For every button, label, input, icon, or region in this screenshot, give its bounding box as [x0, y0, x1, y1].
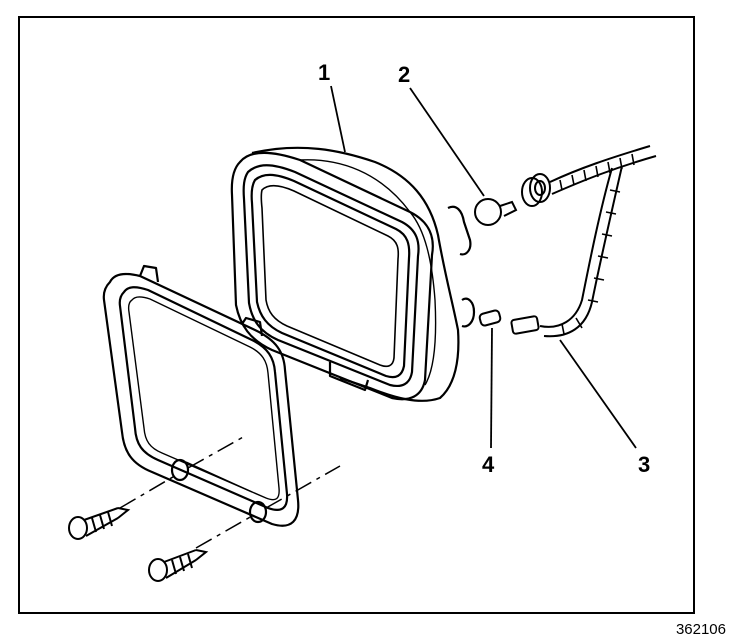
callout-3: 3 — [638, 452, 650, 477]
headlamp-assembly — [230, 146, 476, 402]
callout-4: 4 — [482, 452, 495, 477]
grommet — [521, 173, 551, 207]
locator-pin — [478, 309, 502, 327]
leader-lines — [330, 85, 637, 449]
screw-upper — [68, 507, 131, 540]
figure-frame — [18, 16, 695, 614]
figure-number: 362106 — [675, 621, 726, 638]
screw-center-lines — [119, 435, 341, 549]
screw-lower — [148, 549, 209, 582]
callout-1: 1 — [318, 60, 330, 85]
wiring-harness — [510, 145, 657, 338]
bulb — [474, 198, 518, 226]
callout-2: 2 — [398, 62, 410, 87]
retaining-ring — [102, 264, 300, 527]
